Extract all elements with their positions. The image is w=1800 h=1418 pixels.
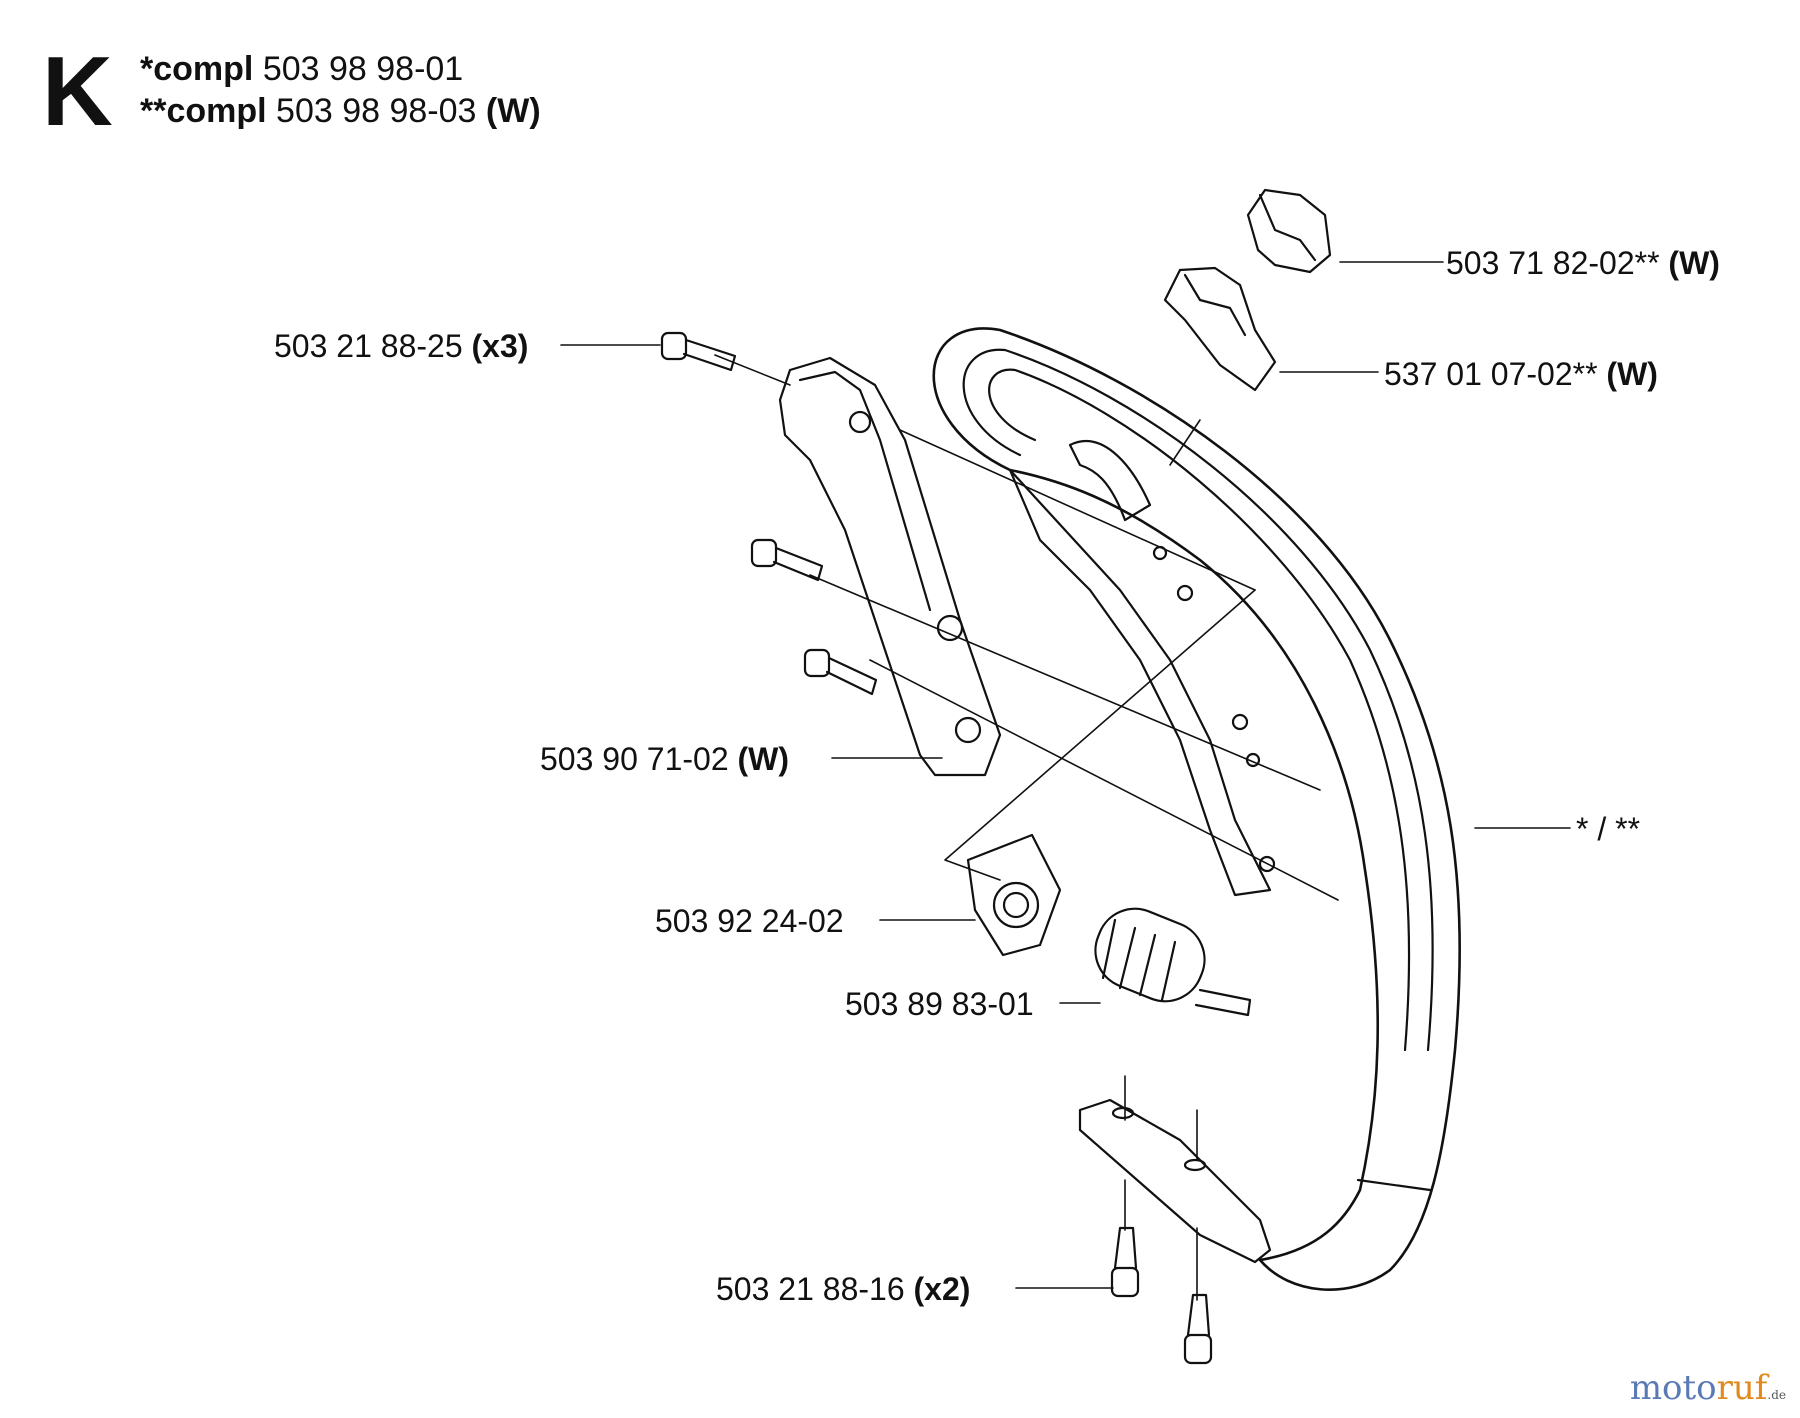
part-number: 503 71 82-02** bbox=[1446, 245, 1660, 281]
leader-lines bbox=[560, 261, 1571, 1301]
bracket-plate bbox=[778, 356, 1002, 777]
compl-line-1: *compl 503 98 98-01 bbox=[140, 52, 463, 86]
logo-part-1: moto bbox=[1629, 1368, 1717, 1408]
handle-bar bbox=[932, 327, 1462, 1291]
part-number: 503 21 88-16 bbox=[716, 1271, 905, 1307]
screws bbox=[660, 331, 1213, 1365]
part-qualifier: (x2) bbox=[913, 1271, 971, 1307]
part-number: 503 90 71-02 bbox=[540, 741, 729, 777]
part-qualifier: (W) bbox=[737, 741, 790, 777]
part-qualifier: (W) bbox=[1668, 245, 1720, 281]
callout-label: 503 21 88-25 (x3) bbox=[274, 330, 528, 362]
callout-label: 503 90 71-02 (W) bbox=[540, 743, 789, 775]
logo-part-2: ruf bbox=[1716, 1368, 1768, 1408]
logo-tld: .de bbox=[1767, 1388, 1786, 1402]
callout-label: 503 92 24-02 bbox=[655, 905, 844, 937]
callout-label: 503 89 83-01 bbox=[845, 988, 1034, 1020]
part-number: 503 92 24-02 bbox=[655, 903, 844, 939]
compl-prefix: **compl bbox=[140, 92, 267, 130]
compl-number: 503 98 98-03 bbox=[276, 92, 477, 130]
callout-label: 503 71 82-02** (W) bbox=[1446, 247, 1720, 279]
av-spring-parts bbox=[966, 833, 1252, 1017]
compl-line-2: **compl 503 98 98-03 (W) bbox=[140, 94, 541, 128]
watermark-logo: motoruf.de bbox=[1630, 1368, 1786, 1408]
part-qualifier: (W) bbox=[1606, 356, 1658, 392]
compl-suffix: (W) bbox=[485, 92, 541, 130]
part-number: 503 21 88-25 bbox=[274, 328, 463, 364]
compl-prefix: *compl bbox=[140, 50, 254, 88]
part-number: * / ** bbox=[1576, 811, 1641, 847]
part-number: 503 89 83-01 bbox=[845, 986, 1034, 1022]
callout-label: 503 21 88-16 (x2) bbox=[716, 1273, 970, 1305]
callout-label: 537 01 07-02** (W) bbox=[1384, 358, 1658, 390]
part-qualifier: (x3) bbox=[471, 328, 529, 364]
clip-parts bbox=[1163, 188, 1332, 392]
section-letter: K bbox=[42, 36, 113, 146]
callout-label: * / ** bbox=[1576, 813, 1640, 845]
compl-number: 503 98 98-01 bbox=[262, 50, 464, 88]
part-number: 537 01 07-02** bbox=[1384, 356, 1598, 392]
